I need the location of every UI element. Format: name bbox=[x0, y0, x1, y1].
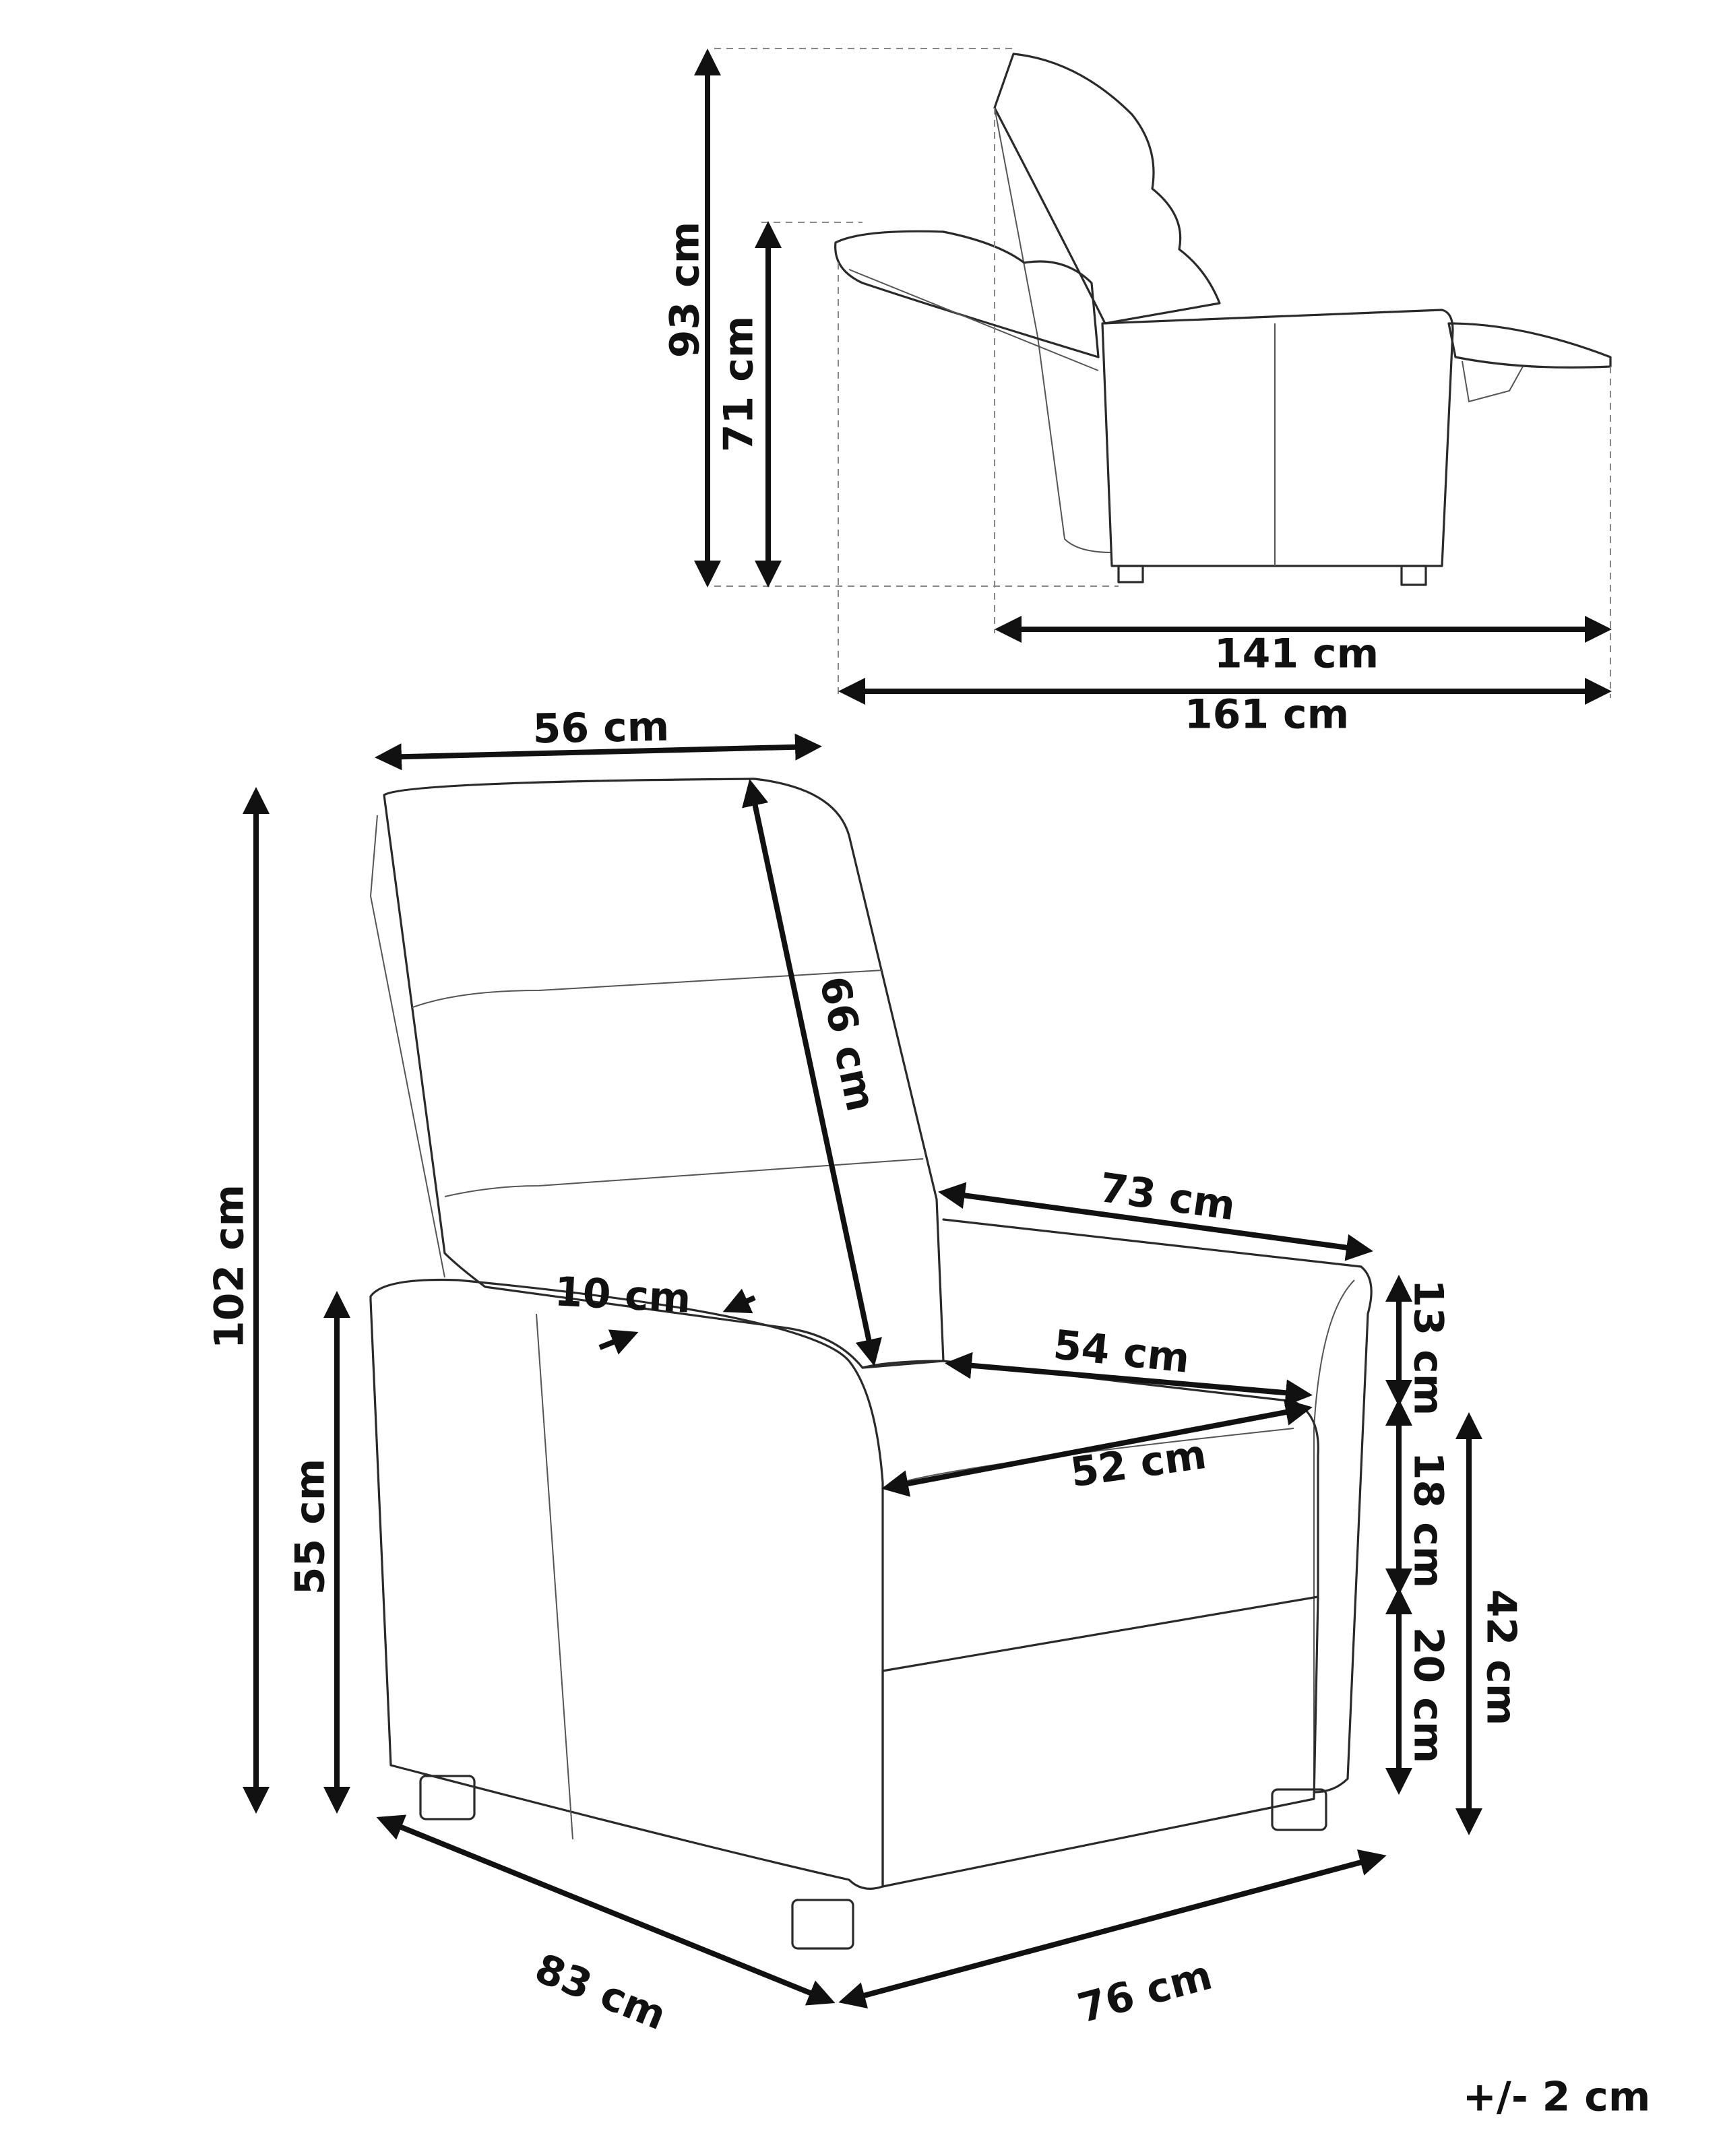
right-arm-inner bbox=[1313, 1279, 1355, 1792]
label-93: 93 cm bbox=[662, 222, 709, 358]
dim-arrow-73 bbox=[938, 1182, 1373, 1261]
label-83: 83 cm bbox=[528, 1944, 672, 2039]
label-73: 73 cm bbox=[1096, 1164, 1238, 1230]
left-armrest bbox=[369, 1278, 884, 1890]
dim-arrow-76 bbox=[838, 1849, 1387, 2009]
label-52: 52 cm bbox=[1067, 1431, 1209, 1496]
dim-arrow-52 bbox=[881, 1399, 1313, 1497]
label-13: 13 cm bbox=[1404, 1279, 1451, 1416]
dim-arrow-66 bbox=[742, 779, 882, 1366]
reclined-seat-frame bbox=[848, 269, 1099, 371]
label-10: 10 cm bbox=[553, 1268, 692, 1323]
front-view-recliner bbox=[369, 778, 1373, 1950]
reclined-frame bbox=[994, 107, 1112, 553]
dim-arrow-54 bbox=[945, 1352, 1313, 1407]
footrest bbox=[1447, 322, 1612, 369]
reclined-backrest bbox=[993, 53, 1221, 325]
label-55: 55 cm bbox=[287, 1459, 334, 1595]
label-56: 56 cm bbox=[532, 703, 670, 753]
leg-front-left bbox=[791, 1899, 854, 1950]
dim-arrow-56 bbox=[375, 733, 822, 771]
label-76: 76 cm bbox=[1073, 1952, 1217, 2033]
dim-arrow-10b bbox=[598, 1329, 639, 1355]
seat-base bbox=[881, 1595, 1319, 1888]
side-leg-front bbox=[1117, 565, 1144, 583]
tolerance-note: +/- 2 cm bbox=[1463, 2074, 1651, 2121]
arm-seam bbox=[536, 1313, 573, 1840]
reclined-seat-cushion bbox=[834, 230, 1100, 358]
label-18: 18 cm bbox=[1404, 1452, 1451, 1588]
label-71: 71 cm bbox=[716, 316, 763, 452]
backrest-seam-lower bbox=[444, 1158, 924, 1197]
leg-front-right bbox=[1271, 1788, 1327, 1831]
dim-arrow-83 bbox=[376, 1814, 836, 2006]
label-66: 66 cm bbox=[810, 972, 885, 1116]
side-leg-back bbox=[1400, 565, 1427, 586]
seat-cushion bbox=[861, 1360, 1319, 1672]
label-20: 20 cm bbox=[1404, 1627, 1451, 1763]
side-view-recliner bbox=[714, 48, 1612, 698]
backrest-seam-upper bbox=[410, 970, 883, 1009]
label-161: 161 cm bbox=[1185, 691, 1349, 738]
label-42: 42 cm bbox=[1477, 1589, 1524, 1725]
dim-arrow-10a bbox=[722, 1288, 756, 1314]
label-102: 102 cm bbox=[206, 1184, 253, 1349]
upright-body bbox=[1101, 309, 1454, 567]
label-141: 141 cm bbox=[1214, 631, 1379, 678]
right-armrest bbox=[942, 1218, 1373, 1794]
leg-back-left bbox=[419, 1775, 476, 1820]
backrest-side bbox=[369, 815, 445, 1278]
footrest-bracket bbox=[1462, 360, 1524, 403]
